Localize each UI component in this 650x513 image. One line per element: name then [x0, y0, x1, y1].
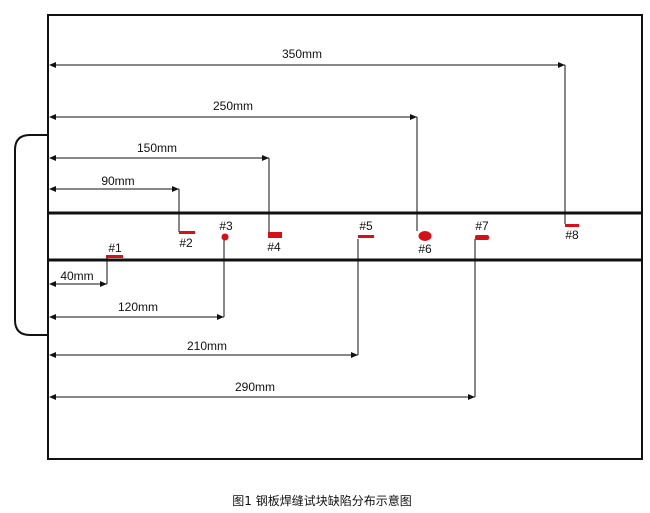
defect-label: #3 [219, 219, 233, 233]
dimension-label: 290mm [235, 380, 275, 394]
dimension-label: 90mm [101, 174, 134, 188]
defect-label: #2 [179, 236, 193, 250]
dimension-150mm: 150mm [49, 141, 270, 232]
dimension-210mm: 210mm [49, 239, 359, 358]
defect-marker [268, 232, 282, 238]
dimension-label: 150mm [137, 141, 177, 155]
defect-7: #7 [475, 219, 489, 240]
defect-label: #1 [108, 241, 122, 255]
dimension-label: 350mm [282, 47, 322, 61]
defect-marker [418, 231, 432, 241]
defect-6: #6 [418, 231, 432, 256]
defect-8: #8 [565, 224, 579, 242]
dimension-label: 40mm [60, 269, 93, 283]
defect-label: #7 [475, 219, 489, 233]
dimension-label: 210mm [187, 339, 227, 353]
side-handle-bracket [14, 134, 48, 336]
dimension-250mm: 250mm [49, 99, 418, 231]
defect-marker [106, 255, 123, 258]
defect-label: #6 [418, 242, 432, 256]
defect-label: #8 [565, 228, 579, 242]
dimension-40mm: 40mm [49, 257, 108, 287]
defect-marker [221, 233, 229, 241]
defect-label: #5 [359, 219, 373, 233]
defect-3: #3 [219, 219, 233, 241]
dimension-290mm: 290mm [49, 239, 476, 400]
figure-caption: 图1 钢板焊缝试块缺陷分布示意图 [232, 493, 411, 508]
defect-marker [565, 224, 579, 227]
dimension-label: 120mm [118, 300, 158, 314]
defect-1: #1 [106, 241, 123, 258]
defect-5: #5 [358, 219, 374, 238]
dimension-350mm: 350mm [49, 47, 566, 224]
defect-marker [358, 235, 374, 238]
defect-label: #4 [267, 240, 281, 254]
plate-border [47, 14, 643, 460]
dimension-90mm: 90mm [49, 174, 180, 232]
defect-marker [475, 235, 489, 240]
dimension-120mm: 120mm [49, 238, 225, 320]
defect-marker [179, 231, 195, 234]
defect-4: #4 [267, 232, 282, 254]
defect-2: #2 [179, 231, 195, 250]
dimension-label: 250mm [213, 99, 253, 113]
